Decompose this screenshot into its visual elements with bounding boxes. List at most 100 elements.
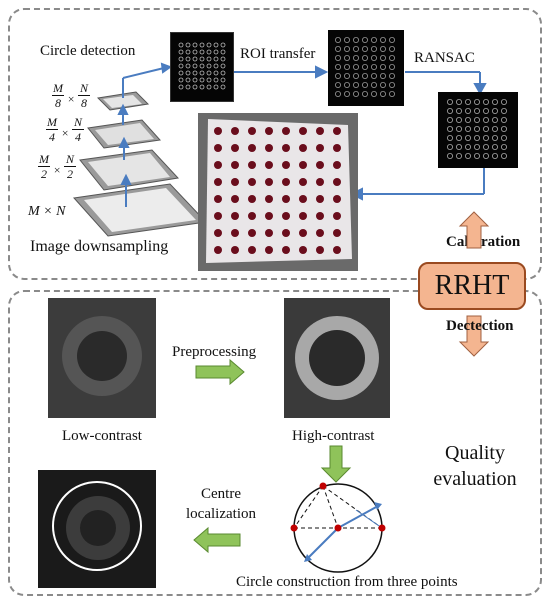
grid-dot <box>220 70 226 76</box>
grid-dot <box>380 82 387 89</box>
grid-dot <box>474 135 481 142</box>
grid-dot <box>206 56 212 62</box>
grid-dot <box>333 246 341 254</box>
grid-dot <box>371 45 378 52</box>
grid-dot <box>333 161 341 169</box>
grid-dot <box>464 126 471 133</box>
grid-dot <box>199 70 205 76</box>
grid-dot <box>231 144 239 152</box>
grid-dot <box>343 54 350 61</box>
grid-dot <box>335 73 341 80</box>
pyramid-up-arrows <box>117 62 173 207</box>
grid-dot <box>362 73 369 80</box>
grid-dot <box>389 82 396 89</box>
grid-dot <box>483 107 490 114</box>
scale-full: M × N <box>28 204 66 219</box>
rrht-box: RRHT <box>418 262 526 310</box>
grid-dot <box>178 63 184 69</box>
grid-dot <box>265 195 273 203</box>
grid-dot <box>343 73 350 80</box>
grid-dot <box>380 37 387 43</box>
high-contrast-image <box>284 298 390 418</box>
grid-dot <box>299 246 307 254</box>
grid-dot <box>371 82 378 89</box>
grid-dot <box>343 37 350 43</box>
calibration-label: Calibration <box>446 234 521 250</box>
calibration-board-photo <box>198 113 358 271</box>
roi-transfer-image <box>328 30 404 106</box>
grid-dot <box>455 116 462 123</box>
down-arrow <box>320 445 352 483</box>
grid-dot <box>178 49 184 55</box>
grid-dot <box>213 63 219 69</box>
grid-dot <box>299 161 307 169</box>
construction-point-3 <box>378 524 386 532</box>
grid-dot <box>492 126 499 133</box>
grid-dot <box>335 45 341 52</box>
grid-dot <box>231 127 239 135</box>
grid-dot <box>265 161 273 169</box>
grid-dot <box>248 195 256 203</box>
grid-dot <box>380 73 387 80</box>
pyramid-layer-2 <box>87 119 161 149</box>
grid-dot <box>213 49 219 55</box>
grid-dot <box>231 212 239 220</box>
grid-dot <box>206 42 212 48</box>
grid-dot <box>316 195 324 203</box>
grid-dot <box>343 45 350 52</box>
grid-dot <box>282 212 290 220</box>
grid-dot <box>199 56 205 62</box>
grid-dot <box>501 107 508 114</box>
grid-dot <box>178 77 184 83</box>
grid-dot <box>192 63 198 69</box>
grid-dot <box>333 195 341 203</box>
grid-dot <box>389 73 396 80</box>
grid-dot <box>501 144 508 151</box>
grid-dot <box>446 126 453 133</box>
grid-dot <box>248 246 256 254</box>
grid-dot <box>492 153 499 160</box>
grid-dot <box>248 144 256 152</box>
grid-dot <box>501 153 508 160</box>
grid-dot <box>213 56 219 62</box>
grid-dot <box>474 107 481 114</box>
grid-dot <box>192 42 198 48</box>
grid-dot <box>185 84 191 90</box>
grid-dot <box>352 91 359 98</box>
grid-dot <box>380 45 387 52</box>
quality-evaluation-label: Quality evaluation <box>433 442 517 490</box>
grid-dot <box>231 161 239 169</box>
grid-dot <box>455 153 462 160</box>
grid-dot <box>389 37 396 43</box>
grid-dot <box>333 212 341 220</box>
grid-dot <box>483 116 490 123</box>
grid-dot <box>501 99 508 105</box>
grid-dot <box>220 56 226 62</box>
grid-dot <box>389 54 396 61</box>
grid-dot <box>492 99 499 105</box>
grid-dot <box>474 153 481 160</box>
detection-label: Dectection <box>446 318 514 334</box>
grid-dot <box>192 49 198 55</box>
grid-dot <box>352 73 359 80</box>
grid-dot <box>380 91 387 98</box>
grid-dot <box>213 77 219 83</box>
grid-dot <box>178 70 184 76</box>
grid-dot <box>483 126 490 133</box>
grid-dot <box>199 49 205 55</box>
grid-dot <box>220 63 226 69</box>
grid-dot <box>446 99 453 105</box>
grid-dot <box>214 161 222 169</box>
grid-dot <box>362 64 369 71</box>
grid-dot <box>333 229 341 237</box>
grid-dot <box>464 135 471 142</box>
centre-localization-arrow <box>193 526 241 554</box>
grid-dot <box>265 229 273 237</box>
grid-dot <box>265 246 273 254</box>
grid-dot <box>199 84 205 90</box>
grid-dot <box>178 56 184 62</box>
grid-dot <box>380 64 387 71</box>
grid-dot <box>185 63 191 69</box>
grid-dot <box>206 77 212 83</box>
